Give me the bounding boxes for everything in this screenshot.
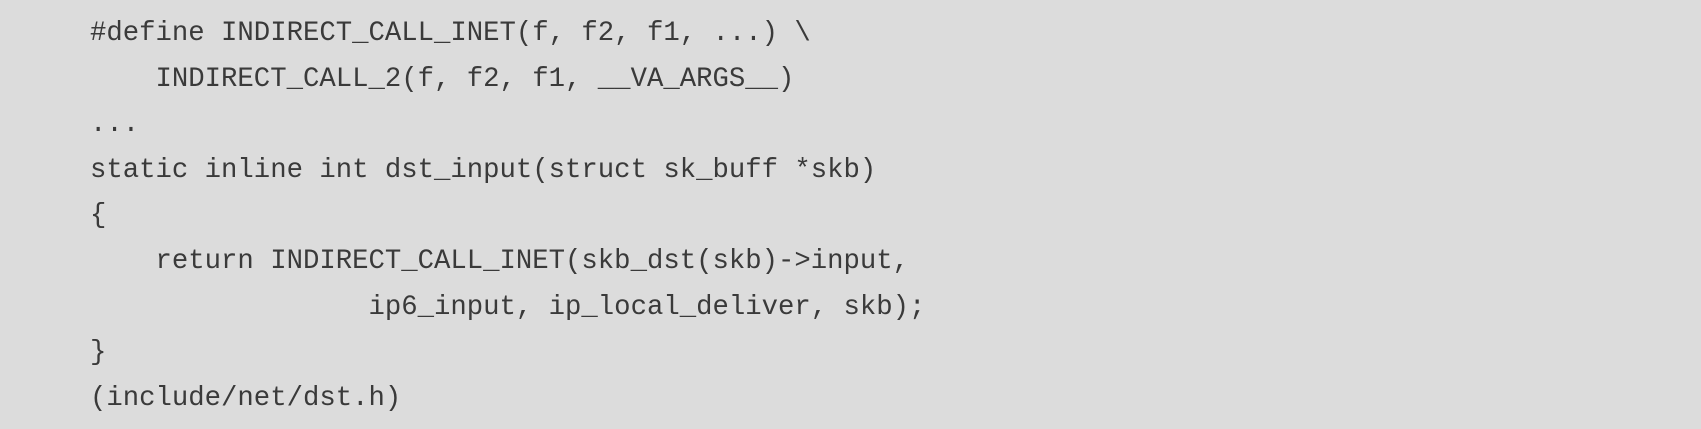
code-source-file: (include/net/dst.h) [90, 382, 402, 414]
code-line-ellipsis: ... [90, 109, 140, 141]
code-line-function-signature: static inline int dst_input(struct sk_bu… [90, 154, 877, 186]
code-line-close-brace: } [90, 337, 107, 369]
code-line-define: #define INDIRECT_CALL_INET(f, f2, f1, ..… [90, 18, 811, 49]
code-line-open-brace: { [90, 200, 107, 232]
code-line-indirect-call-2: INDIRECT_CALL_2(f, f2, f1, __VA_ARGS__) [90, 63, 795, 95]
code-line-return-args: ip6_input, ip_local_deliver, skb); [90, 291, 926, 323]
code-line-return: return INDIRECT_CALL_INET(skb_dst(skb)->… [90, 245, 910, 277]
